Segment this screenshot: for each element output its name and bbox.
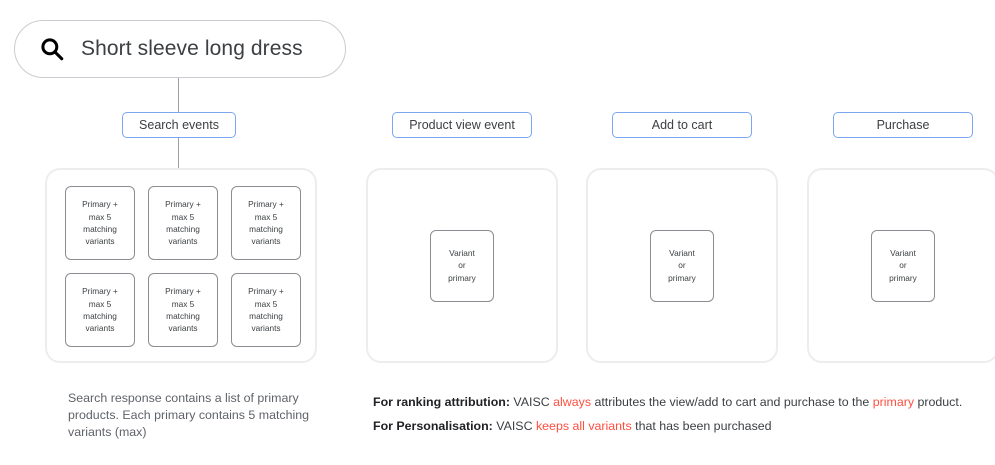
primary-card-line-2: max 5 xyxy=(171,211,195,222)
variant-card-line-1: Variant xyxy=(669,247,695,258)
note-text-2: attributes the view/add to cart and purc… xyxy=(591,395,873,409)
stage-label-text: Purchase xyxy=(876,118,930,132)
primary-card-grid: Primary + max 5 matching variants Primar… xyxy=(65,186,301,347)
variant-card[interactable]: Variant or primary xyxy=(650,229,714,302)
panel-add-to-cart: Variant or primary xyxy=(586,168,778,363)
primary-card[interactable]: Primary + max 5 matching variants xyxy=(65,186,135,260)
primary-card-line-2: max 5 xyxy=(254,298,278,309)
primary-card-line-1: Primary + xyxy=(82,286,118,297)
variant-card-line-3: primary xyxy=(668,272,696,283)
stage-label-text: Product view event xyxy=(409,118,515,132)
primary-card-line-3: matching xyxy=(166,224,200,234)
variant-card[interactable]: Variant or primary xyxy=(871,229,935,302)
primary-card[interactable]: Primary + max 5 matching variants xyxy=(148,186,218,260)
primary-card-line-3: matching xyxy=(249,311,283,321)
primary-card[interactable]: Primary + max 5 matching variants xyxy=(231,186,301,260)
primary-card-line-1: Primary + xyxy=(165,286,201,297)
primary-card-line-4: variants xyxy=(85,323,115,334)
primary-card-line-1: Primary + xyxy=(165,199,201,210)
primary-card-line-1: Primary + xyxy=(248,199,284,210)
panel-search-events: Primary + max 5 matching variants Primar… xyxy=(45,168,317,363)
primary-card-line-4: variants xyxy=(85,236,115,247)
note-highlight-2: primary xyxy=(872,395,915,409)
note-text-2: that has been purchased xyxy=(631,419,772,433)
variant-card[interactable]: Variant or primary xyxy=(430,229,494,302)
caption-search-response: Search response contains a list of prima… xyxy=(68,391,310,439)
search-query-text: Short sleeve long dress xyxy=(81,37,303,60)
primary-card-line-3: matching xyxy=(249,224,283,234)
note-personalisation: For Personalisation: VAISC keeps all var… xyxy=(373,414,988,438)
note-label: For ranking attribution: xyxy=(373,395,510,409)
note-text-3: product. xyxy=(914,395,963,409)
primary-card-line-3: matching xyxy=(83,224,117,234)
note-text-1: VAISC xyxy=(509,395,554,409)
stage-label-product-view-event[interactable]: Product view event xyxy=(392,112,532,138)
note-highlight-1: always xyxy=(553,395,592,409)
note-ranking-attribution: For ranking attribution: VAISC always at… xyxy=(373,390,988,414)
primary-card[interactable]: Primary + max 5 matching variants xyxy=(148,273,218,347)
note-text-1: VAISC xyxy=(492,419,536,433)
attribution-notes: For ranking attribution: VAISC always at… xyxy=(373,390,988,438)
primary-card-line-2: max 5 xyxy=(88,211,112,222)
stage-label-text: Search events xyxy=(139,118,219,132)
variant-card-line-1: Variant xyxy=(890,247,916,258)
stage-label-add-to-cart[interactable]: Add to cart xyxy=(612,112,752,138)
variant-card-line-2: or xyxy=(678,260,686,271)
panel-purchase: Variant or primary xyxy=(807,168,995,363)
search-box[interactable]: Short sleeve long dress xyxy=(14,20,346,78)
variant-card-line-2: or xyxy=(458,260,466,271)
variant-card-line-2: or xyxy=(899,260,907,271)
primary-card-line-1: Primary + xyxy=(248,286,284,297)
variant-card-line-3: primary xyxy=(889,272,917,283)
variant-card-line-1: Variant xyxy=(449,247,475,258)
primary-card-line-2: max 5 xyxy=(88,298,112,309)
primary-card-line-3: matching xyxy=(166,311,200,321)
variant-card-line-3: primary xyxy=(448,272,476,283)
note-label: For Personalisation: xyxy=(373,419,493,433)
stage-label-text: Add to cart xyxy=(651,118,713,132)
primary-card[interactable]: Primary + max 5 matching variants xyxy=(65,273,135,347)
primary-card-line-4: variants xyxy=(251,236,281,247)
primary-card-line-3: matching xyxy=(83,311,117,321)
note-highlight-1: keeps all variants xyxy=(535,419,632,433)
primary-card-line-4: variants xyxy=(168,236,198,247)
stage-label-search-events[interactable]: Search events xyxy=(122,112,236,138)
stage-label-purchase[interactable]: Purchase xyxy=(833,112,973,138)
primary-card-line-1: Primary + xyxy=(82,199,118,210)
search-icon xyxy=(41,38,64,61)
primary-card-line-4: variants xyxy=(168,323,198,334)
primary-card-line-2: max 5 xyxy=(171,298,195,309)
primary-card-line-2: max 5 xyxy=(254,211,278,222)
panel-product-view-event: Variant or primary xyxy=(366,168,558,363)
primary-card-line-4: variants xyxy=(251,323,281,334)
primary-card[interactable]: Primary + max 5 matching variants xyxy=(231,273,301,347)
